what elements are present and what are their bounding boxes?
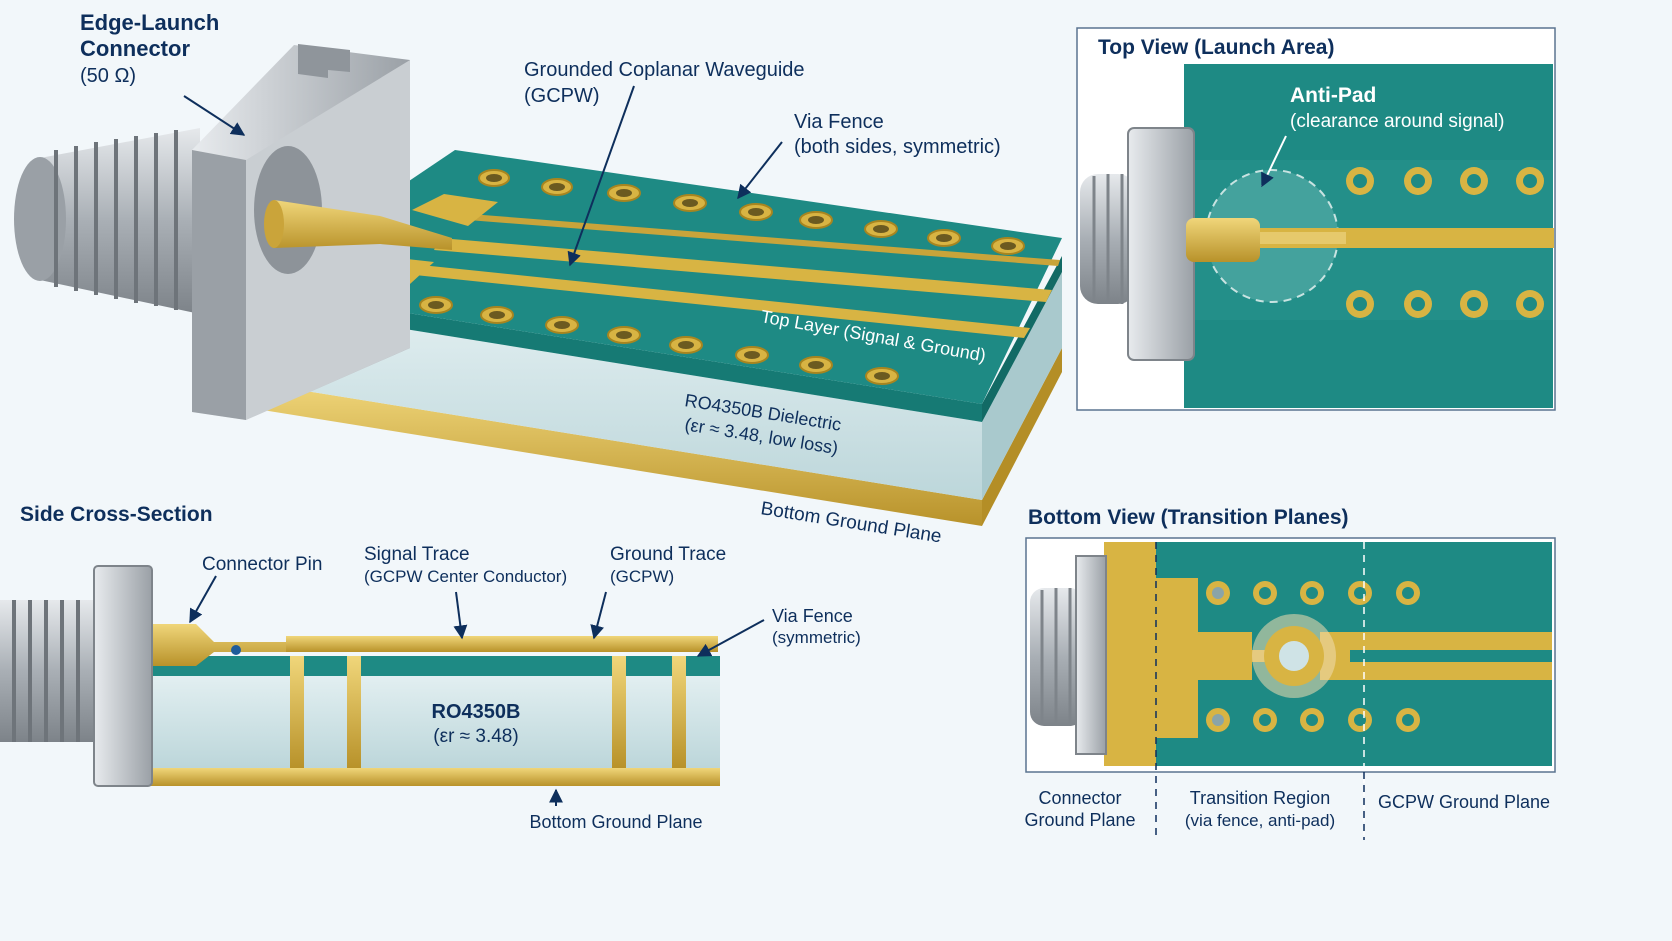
top-view-trace-taper bbox=[1256, 232, 1346, 244]
dielectric-front-face bbox=[250, 304, 982, 500]
dielectric-side-face bbox=[982, 272, 1062, 500]
side-cross-section: Side Cross-Section Connector Pin Signa bbox=[0, 503, 861, 832]
side-bottom-ground-label: Bottom Ground Plane bbox=[529, 812, 702, 832]
region-transition-label-1: Transition Region bbox=[1190, 788, 1330, 808]
side-section-title: Side Cross-Section bbox=[20, 503, 213, 526]
bottom-ground-plane-edge bbox=[250, 382, 982, 526]
via bbox=[428, 301, 444, 309]
via-fence-label-line2: (both sides, symmetric) bbox=[794, 136, 1001, 158]
via bbox=[489, 311, 505, 319]
side-via-fence-sub-label: (symmetric) bbox=[772, 628, 861, 647]
signal-trace bbox=[434, 238, 1052, 302]
bottom-view-connector bbox=[1030, 555, 1107, 755]
bottom-via-hole bbox=[1279, 641, 1309, 671]
side-top-green-layer bbox=[148, 656, 720, 676]
via bbox=[808, 216, 824, 224]
via bbox=[873, 225, 889, 233]
region-transition-label-2: (via fence, anti-pad) bbox=[1185, 811, 1335, 830]
via-fence-label-line1: Via Fence bbox=[794, 111, 884, 133]
via bbox=[808, 361, 824, 369]
anti-pad-label: Anti-Pad bbox=[1290, 84, 1376, 107]
top-view-panel: Top View (Launch Area) Anti-Pad (clear bbox=[1076, 27, 1556, 411]
connector-title-line2: Connector bbox=[80, 36, 190, 61]
via bbox=[549, 183, 565, 191]
side-via-fence-label: Via Fence bbox=[772, 606, 853, 626]
connector-barrel bbox=[14, 128, 200, 314]
ground-trace-strip bbox=[386, 262, 1030, 338]
connector-title-line1: Edge-Launch bbox=[80, 10, 219, 35]
connector-pin-label: Connector Pin bbox=[202, 554, 322, 575]
gcpw-label-line2: (GCPW) bbox=[524, 85, 600, 107]
bottom-view-title: Bottom View (Transition Planes) bbox=[1028, 506, 1349, 529]
via bbox=[554, 321, 570, 329]
signal-trace-label: Signal Trace bbox=[364, 544, 470, 565]
anti-pad-sub-label: (clearance around signal) bbox=[1290, 111, 1504, 132]
top-view-title: Top View (Launch Area) bbox=[1098, 36, 1334, 59]
ground-trace-sub-label: (GCPW) bbox=[610, 567, 674, 586]
top-view-connector bbox=[1080, 127, 1260, 361]
region-gcpw-label: GCPW Ground Plane bbox=[1378, 792, 1550, 812]
via bbox=[748, 208, 764, 216]
via bbox=[1000, 242, 1016, 250]
bottom-ground-plane-side bbox=[982, 348, 1062, 526]
via bbox=[682, 199, 698, 207]
ground-trace-strip-upper bbox=[468, 214, 1060, 266]
side-bottom-ground-plane bbox=[148, 768, 720, 786]
main-3d-view: Edge-Launch Connector (50 Ω) Grounded Co… bbox=[14, 10, 1062, 548]
gcpw-label-line1: Grounded Coplanar Waveguide bbox=[524, 59, 805, 81]
via-fence-back-row bbox=[478, 169, 1025, 255]
side-material-label: RO4350B bbox=[432, 701, 521, 723]
connector-pin bbox=[264, 200, 452, 250]
region-connector-label-2: Ground Plane bbox=[1024, 810, 1135, 830]
signal-trace-sub-label: (GCPW Center Conductor) bbox=[364, 567, 567, 586]
side-connector-pin bbox=[148, 624, 286, 666]
bottom-view-panel: Bottom View (Transition Planes) bbox=[1024, 506, 1556, 840]
bottom-view-ground-trace-upper bbox=[1320, 632, 1552, 650]
side-signal-ground-trace bbox=[286, 636, 718, 652]
via bbox=[616, 189, 632, 197]
region-connector-label-1: Connector bbox=[1038, 788, 1121, 808]
bottom-view-vias bbox=[1206, 581, 1420, 732]
connector-ground-plane-shape bbox=[1104, 542, 1350, 766]
via bbox=[874, 372, 890, 380]
via bbox=[616, 331, 632, 339]
launch-pad-upper bbox=[412, 194, 498, 226]
side-solder-joint bbox=[231, 645, 241, 655]
side-material-sub-label: (εr ≈ 3.48) bbox=[433, 726, 518, 747]
top-view-vias bbox=[1346, 167, 1544, 318]
top-layer-edge bbox=[250, 288, 982, 422]
bottom-view-ground-trace-lower bbox=[1320, 662, 1552, 680]
side-connector bbox=[0, 565, 153, 787]
via bbox=[936, 234, 952, 242]
side-vias bbox=[290, 656, 686, 768]
connector-impedance: (50 Ω) bbox=[80, 65, 136, 87]
via bbox=[486, 174, 502, 182]
via bbox=[744, 351, 760, 359]
via bbox=[678, 341, 694, 349]
ground-trace-label: Ground Trace bbox=[610, 544, 726, 565]
